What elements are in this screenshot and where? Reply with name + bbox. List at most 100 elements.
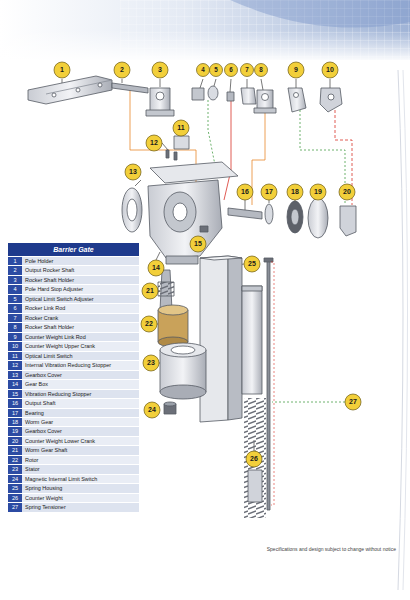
spring-housing <box>200 256 242 422</box>
table-number: 14 <box>8 380 22 388</box>
table-part-name: Spring Tensioner <box>22 503 139 511</box>
table-part-name: Bearing <box>22 409 139 417</box>
callout-circle <box>114 62 130 78</box>
callout-number: 5 <box>208 62 224 78</box>
table-row: 14Gear Box <box>8 379 139 388</box>
callout-circle <box>246 451 262 467</box>
callout-number: 24 <box>144 402 160 418</box>
table-number: 25 <box>8 484 22 492</box>
callout-number: 19 <box>310 184 326 200</box>
edge-curve <box>403 70 408 590</box>
table-part-name: Rotor <box>22 456 139 464</box>
table-part-name: Rocker Link Rod <box>22 304 139 312</box>
counter-weight <box>242 286 262 394</box>
table-part-name: Output Shaft <box>22 399 139 407</box>
table-row: 22Rotor <box>8 455 139 464</box>
table-number: 1 <box>8 257 22 265</box>
table-row: 9Counter Weight Link Rod <box>8 332 139 341</box>
callout-number: 4 <box>195 62 211 78</box>
table-title: Barrier Gate <box>8 243 139 256</box>
table-number: 18 <box>8 418 22 426</box>
table-row: 4Pole Hard Stop Adjuster <box>8 284 139 293</box>
edge-curve <box>398 70 403 590</box>
callout-number: 7 <box>239 62 255 78</box>
table-number: 17 <box>8 409 22 417</box>
callout-circle <box>125 164 141 180</box>
table-row: 24Magnetic Internal Limit Switch <box>8 474 139 483</box>
stopper-screws <box>166 150 177 160</box>
table-number: 26 <box>8 494 22 502</box>
table-number: 5 <box>8 295 22 303</box>
table-number: 3 <box>8 276 22 284</box>
gearbox-cover <box>308 198 328 238</box>
cw-upper-crank <box>320 88 342 112</box>
vibration-stopper <box>200 226 208 232</box>
table-part-name: Rocker Crank <box>22 314 139 322</box>
magnetic-switch <box>164 402 176 414</box>
table-part-name: Counter Weight <box>22 494 139 502</box>
table-part-name: Gear Box <box>22 380 139 388</box>
table-part-name: Pole Holder <box>22 257 139 265</box>
callout-circle <box>237 184 253 200</box>
table-number: 12 <box>8 361 22 369</box>
gear-box <box>148 180 222 264</box>
table-part-name: Optical Limit Switch Adjuster <box>22 295 139 303</box>
table-part-name: Pole Hard Stop Adjuster <box>22 285 139 293</box>
table-number: 20 <box>8 437 22 445</box>
rocker-shaft-holder <box>146 88 174 116</box>
callout-number: 2 <box>114 62 130 78</box>
table-row: 13Gearbox Cover <box>8 370 139 379</box>
table-number: 7 <box>8 314 22 322</box>
table-row: 6Rocker Link Rod <box>8 303 139 312</box>
table-part-name: Rocker Shaft Holder <box>22 323 139 331</box>
callout-circle <box>144 402 160 418</box>
rotor <box>158 305 188 347</box>
table-row: 2Output Rocker Shaft <box>8 265 139 274</box>
callout-number: 11 <box>173 120 189 136</box>
callout-circle <box>190 236 206 252</box>
callout-number: 6 <box>223 62 239 78</box>
table-number: 11 <box>8 352 22 360</box>
table-number: 9 <box>8 333 22 341</box>
table-row: 18Worm Gear <box>8 417 139 426</box>
callout-number: 3 <box>152 62 168 78</box>
callout-circle <box>141 316 157 332</box>
callout-number: 16 <box>237 184 253 200</box>
table-row: 17Bearing <box>8 408 139 417</box>
optical-switch <box>174 136 189 149</box>
callout-circle <box>146 135 162 151</box>
callout-number: 26 <box>246 451 262 467</box>
table-part-name: Magnetic Internal Limit Switch <box>22 475 139 483</box>
table-part-name: Stator <box>22 465 139 473</box>
callout-number: 21 <box>142 283 158 299</box>
callout-number: 25 <box>244 256 260 272</box>
table-part-name: Internal Vibration Reducing Stopper <box>22 361 139 369</box>
gearbox-cover <box>122 188 142 232</box>
callout-number: 9 <box>288 62 304 78</box>
bearing <box>265 204 273 224</box>
callout-number: 17 <box>261 184 277 200</box>
cw-lower-crank <box>340 206 356 236</box>
table-number: 24 <box>8 475 22 483</box>
callout-number: 23 <box>143 355 159 371</box>
table-row: 11Optical Limit Switch <box>8 351 139 360</box>
cw-link-rod <box>288 88 306 112</box>
output-shaft <box>228 208 262 219</box>
callout-circle <box>287 184 303 200</box>
callout-number: 14 <box>148 260 164 276</box>
table-part-name: Rocker Shaft Holder <box>22 276 139 284</box>
callout-circle <box>143 355 159 371</box>
callout-circle <box>339 184 355 200</box>
callout-number: 10 <box>322 62 338 78</box>
callout-number: 15 <box>190 236 206 252</box>
table-part-name: Counter Weight Lower Crank <box>22 437 139 445</box>
table-part-name: Spring Housing <box>22 484 139 492</box>
callout-circle <box>54 62 70 78</box>
callout-number: 18 <box>287 184 303 200</box>
table-part-name: Worm Gear Shaft <box>22 446 139 454</box>
callout-number: 1 <box>54 62 70 78</box>
table-row: 23Stator <box>8 464 139 473</box>
table-number: 19 <box>8 427 22 435</box>
header-fade <box>0 30 410 62</box>
